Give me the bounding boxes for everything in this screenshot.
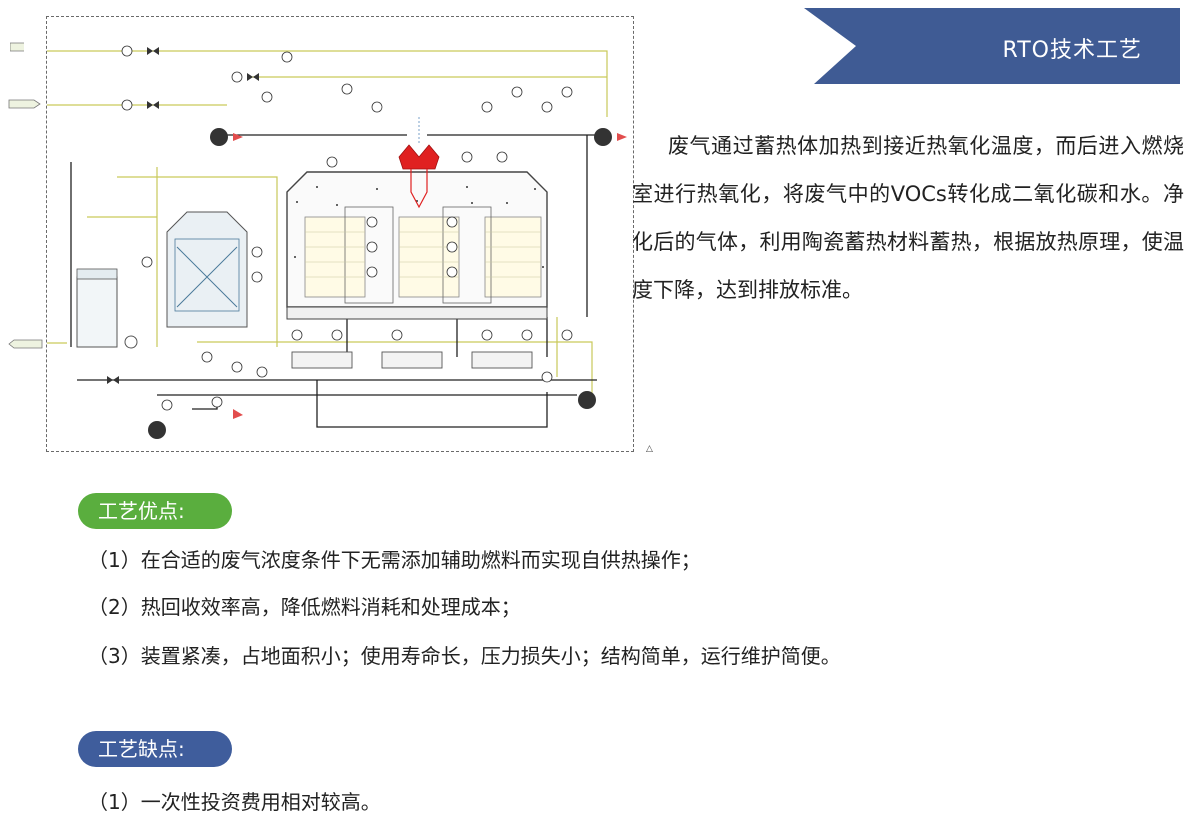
disadvantages-heading: 工艺缺点: (78, 731, 232, 767)
process-flow-diagram (46, 16, 634, 452)
process-description: 废气通过蓄热体加热到接近热氧化温度，而后进入燃烧室进行热氧化，将废气中的VOCs… (632, 134, 1184, 302)
advantage-item: （2）热回收效率高，降低燃料消耗和处理成本； (88, 595, 521, 619)
process-lines (70, 134, 607, 428)
instrument-icon (121, 45, 573, 411)
utility-lines (47, 50, 608, 397)
title-banner: RTO技术工艺 (800, 8, 1180, 84)
advantage-item: （3）装置紧凑，占地面积小；使用寿命长，压力损失小；结构简单，运行维护简便。 (88, 644, 841, 668)
scrubber-vessel (166, 211, 248, 328)
rto-chamber (286, 171, 548, 320)
valve-manifolds (291, 351, 533, 369)
burner-icon (398, 117, 440, 209)
banner-shape (804, 8, 1180, 84)
advantage-item: （1）在合适的废气浓度条件下无需添加辅助燃料而实现自供热操作； (88, 548, 701, 572)
valve-icon (107, 47, 259, 384)
storage-tank (76, 268, 118, 348)
triangle-mark-icon: △ (646, 444, 653, 454)
advantages-heading: 工艺优点: (78, 493, 232, 529)
inlet-arrow-icon (10, 42, 24, 52)
disadvantage-item: （1）一次性投资费用相对较高。 (88, 790, 381, 814)
pid-drawing (47, 45, 627, 439)
page-title: RTO技术工艺 (1002, 38, 1142, 63)
pump-icon (124, 128, 627, 439)
outlet-arrow-icon (8, 339, 43, 349)
inlet-arrow-icon (8, 99, 41, 109)
